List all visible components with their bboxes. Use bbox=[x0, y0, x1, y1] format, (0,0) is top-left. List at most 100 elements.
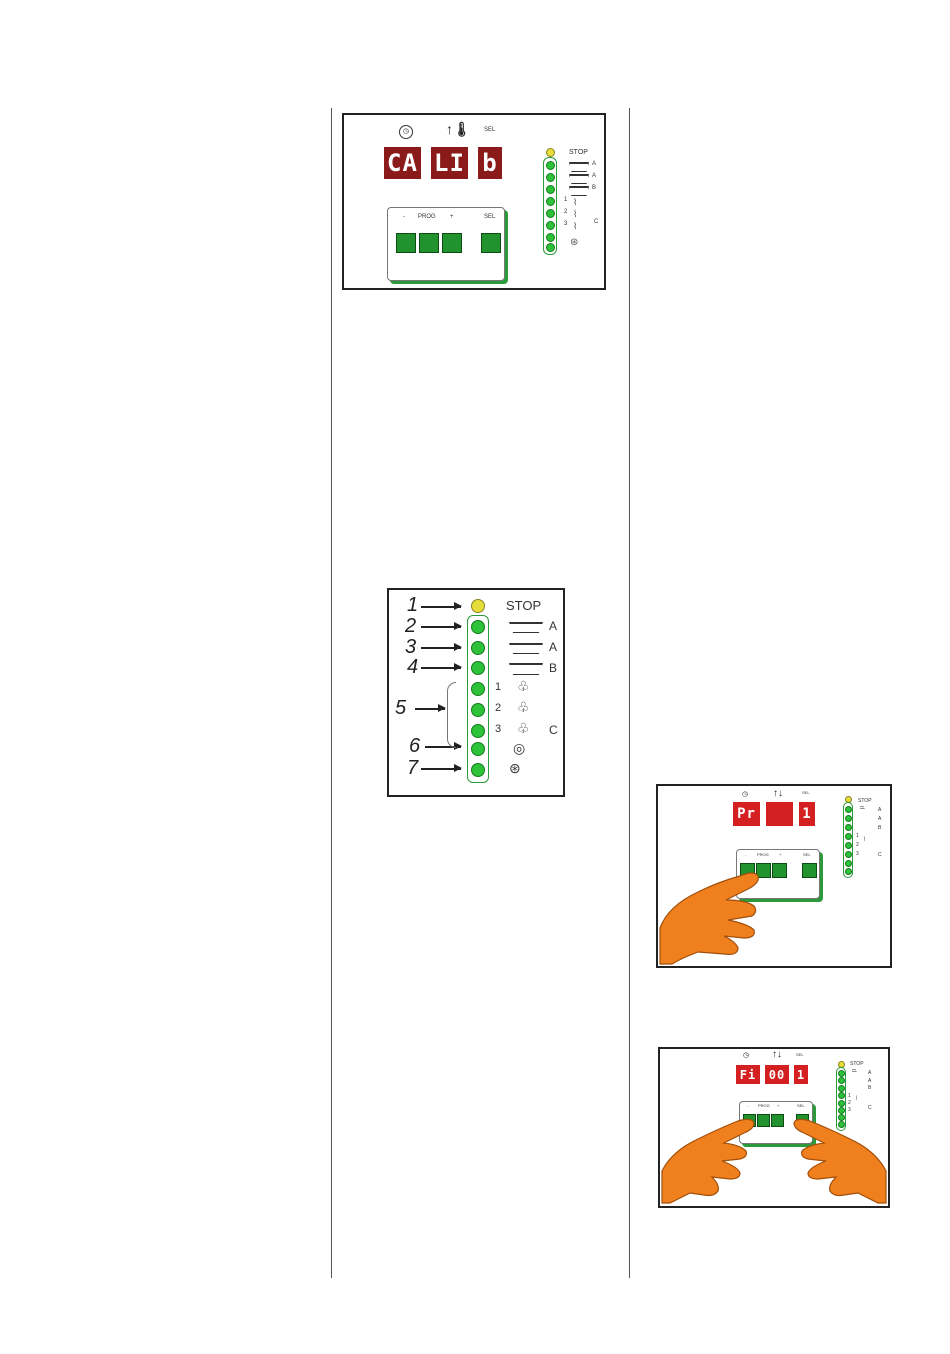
led-2 bbox=[845, 806, 852, 813]
led-2 bbox=[471, 620, 485, 634]
callout-1: 1 bbox=[407, 594, 418, 617]
key-minus[interactable] bbox=[396, 233, 416, 253]
label-n2: 2 bbox=[856, 842, 859, 848]
label-a2: A bbox=[592, 173, 596, 179]
clock-icon: ◷ bbox=[743, 1051, 749, 1059]
arrow-4 bbox=[421, 667, 461, 669]
key-minus-label: - bbox=[403, 214, 405, 220]
callout-7: 7 bbox=[407, 757, 418, 780]
thermometer-icon: ↑↓ bbox=[772, 1049, 782, 1060]
label-n3: 3 bbox=[856, 851, 859, 857]
led-5b bbox=[546, 209, 555, 218]
key-plus[interactable] bbox=[772, 863, 787, 878]
led-7 bbox=[845, 868, 852, 875]
clock-icon: ◷ bbox=[399, 125, 413, 139]
label-b: B bbox=[549, 661, 557, 675]
label-a2: A bbox=[878, 816, 881, 822]
label-stop: STOP bbox=[858, 798, 872, 804]
display-sel: 1 bbox=[799, 802, 815, 826]
label-n1: 1 bbox=[856, 833, 859, 839]
figure-calibration-panel: ◷ ↑🌡 SEL CA LI b - PROG + SEL STOP A A B… bbox=[342, 113, 606, 290]
key-sel[interactable] bbox=[802, 863, 817, 878]
label-b: B bbox=[878, 825, 881, 831]
callout-5: 5 bbox=[395, 697, 406, 720]
label-stop: STOP bbox=[850, 1061, 864, 1067]
hand-icon bbox=[792, 1115, 888, 1205]
label-a1: A bbox=[592, 161, 596, 167]
arrow-3 bbox=[421, 647, 461, 649]
arrow-2 bbox=[421, 626, 461, 628]
keypad-panel: - PROG + SEL bbox=[387, 207, 505, 281]
key-minus-label: - bbox=[747, 1103, 748, 1108]
spin-icon: ⊛ bbox=[509, 760, 521, 777]
led-5a bbox=[845, 833, 852, 840]
key-sel-label: SEL bbox=[803, 852, 811, 857]
key-minus-label: - bbox=[745, 852, 746, 857]
tray-icon bbox=[569, 186, 589, 196]
led-2 bbox=[838, 1070, 845, 1077]
label-c: C bbox=[594, 219, 598, 225]
label-a1: A bbox=[878, 807, 881, 813]
label-c: C bbox=[868, 1105, 872, 1111]
tray-icon bbox=[509, 643, 543, 654]
led-6 bbox=[845, 860, 852, 867]
label-c: C bbox=[549, 723, 558, 737]
label-n3: 3 bbox=[564, 221, 567, 227]
shower-icon: ⌇ bbox=[573, 221, 577, 232]
callout-4: 4 bbox=[407, 656, 418, 679]
shower-icon: ⌇ bbox=[863, 836, 866, 843]
shower-icon: ⌇ bbox=[855, 1095, 858, 1102]
led-5a bbox=[546, 197, 555, 206]
sel-top-label: SEL bbox=[484, 127, 495, 133]
led-6 bbox=[546, 233, 555, 242]
tray-icon bbox=[569, 162, 589, 172]
label-n3: 3 bbox=[848, 1107, 851, 1113]
key-plus[interactable] bbox=[442, 233, 462, 253]
figure-led-legend: 1 2 3 4 5 6 7 STOP A A B 1 2 3 ♧ ♧ ♧ C ◎… bbox=[387, 588, 565, 797]
label-stop: STOP bbox=[569, 149, 588, 156]
thermometer-icon: ↑🌡 bbox=[446, 121, 471, 138]
key-sel[interactable] bbox=[481, 233, 501, 253]
led-4 bbox=[471, 661, 485, 675]
key-sel-label: SEL bbox=[797, 1103, 805, 1108]
shower-icon: ♧ bbox=[517, 699, 530, 716]
label-n3: 3 bbox=[495, 723, 501, 735]
label-a1: A bbox=[549, 619, 557, 633]
led-5b bbox=[471, 703, 485, 717]
label-n2: 2 bbox=[564, 209, 567, 215]
label-c: C bbox=[878, 852, 882, 858]
label-n1: 1 bbox=[848, 1093, 851, 1099]
led-5a bbox=[471, 682, 485, 696]
display-temp: 00 bbox=[765, 1065, 789, 1084]
label-stop: STOP bbox=[506, 598, 541, 613]
clock-icon: ◷ bbox=[742, 790, 748, 798]
key-prog[interactable] bbox=[757, 1114, 770, 1127]
shower-icon: ♧ bbox=[517, 720, 530, 737]
led-stop bbox=[471, 599, 485, 613]
led-3 bbox=[838, 1077, 845, 1084]
shower-icon: ♧ bbox=[517, 678, 530, 695]
label-n2: 2 bbox=[495, 702, 501, 714]
pump-icon: ◎ bbox=[513, 740, 525, 757]
led-3 bbox=[546, 173, 555, 182]
column-divider-right bbox=[629, 108, 630, 1278]
led-4 bbox=[838, 1085, 845, 1092]
tray-icon bbox=[509, 622, 543, 633]
display-time: CA bbox=[384, 147, 421, 179]
sel-top-label: SEL bbox=[802, 790, 810, 795]
figure-function-select: ◷ ↑↓ SEL Fi 00 1 - PROG + SEL STOP A A B… bbox=[658, 1047, 890, 1208]
key-sel-label: SEL bbox=[484, 214, 495, 220]
tray-icon: ⏢ bbox=[852, 1068, 857, 1075]
hand-icon bbox=[660, 1115, 756, 1205]
led-stop bbox=[546, 148, 555, 157]
arrow-5 bbox=[415, 708, 445, 710]
display-temp bbox=[766, 802, 793, 826]
key-plus[interactable] bbox=[771, 1114, 784, 1127]
tray-icon: ⏢ bbox=[860, 805, 865, 812]
key-prog[interactable] bbox=[419, 233, 439, 253]
display-temp: LI bbox=[431, 147, 468, 179]
figure-program-select: ◷ ↑↓ SEL Pr 1 - PROG + SEL STOP A A B 1 … bbox=[656, 784, 892, 968]
label-b: B bbox=[592, 185, 596, 191]
sel-top-label: SEL bbox=[796, 1052, 804, 1057]
label-a2: A bbox=[549, 640, 557, 654]
